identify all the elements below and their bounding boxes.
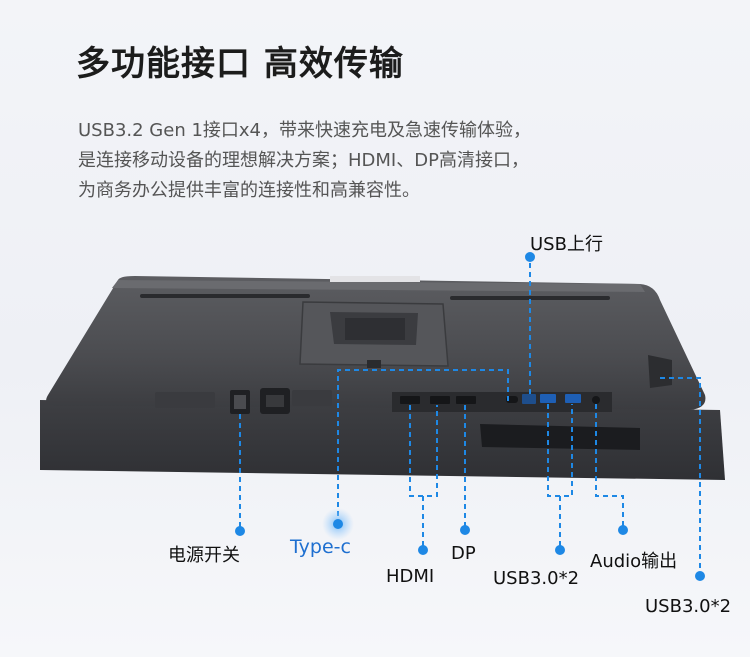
top-highlight xyxy=(330,276,420,282)
monitor-front-edge xyxy=(40,400,725,480)
mount-slot xyxy=(367,360,381,368)
label-power-switch: 电源开关 xyxy=(168,545,240,566)
usb-port-1 xyxy=(540,394,556,403)
callout-dots xyxy=(235,252,705,581)
label-dp: DP xyxy=(451,543,476,564)
stand-base xyxy=(480,424,640,450)
label-usb30-side: USB3.0*2 xyxy=(645,596,732,617)
vesa-socket xyxy=(345,318,405,340)
top-vents xyxy=(140,294,610,300)
description-line-1: USB3.2 Gen 1接口x4，带来快速充电及急速传输体验， xyxy=(78,120,532,141)
callout-lines xyxy=(239,258,701,576)
type-c-highlight-dot xyxy=(333,519,343,529)
label-audio-out: Audio输出 xyxy=(590,551,678,572)
hdmi-ports xyxy=(400,396,450,404)
label-hdmi: HDMI xyxy=(386,566,435,587)
usb-port-2 xyxy=(565,394,581,403)
usb-upstream-port xyxy=(522,394,536,404)
description-line-3: 为商务办公提供丰富的连接性和高兼容性。 xyxy=(78,180,420,201)
dp-port xyxy=(456,396,476,404)
page-title: 多功能接口 高效传输 xyxy=(76,44,404,84)
label-usb-upstream: USB上行 xyxy=(530,234,603,255)
audio-jack xyxy=(592,396,600,404)
description-line-2: 是连接移动设备的理想解决方案；HDMI、DP高清接口， xyxy=(78,150,529,171)
left-vents xyxy=(155,390,332,408)
description: USB3.2 Gen 1接口x4，带来快速充电及急速传输体验， 是连接移动设备的… xyxy=(78,116,638,206)
side-panel xyxy=(648,355,672,388)
label-usb30-lower: USB3.0*2 xyxy=(493,568,580,589)
label-type-c: Type-c xyxy=(290,536,351,558)
monitor-top-lip xyxy=(112,280,645,292)
